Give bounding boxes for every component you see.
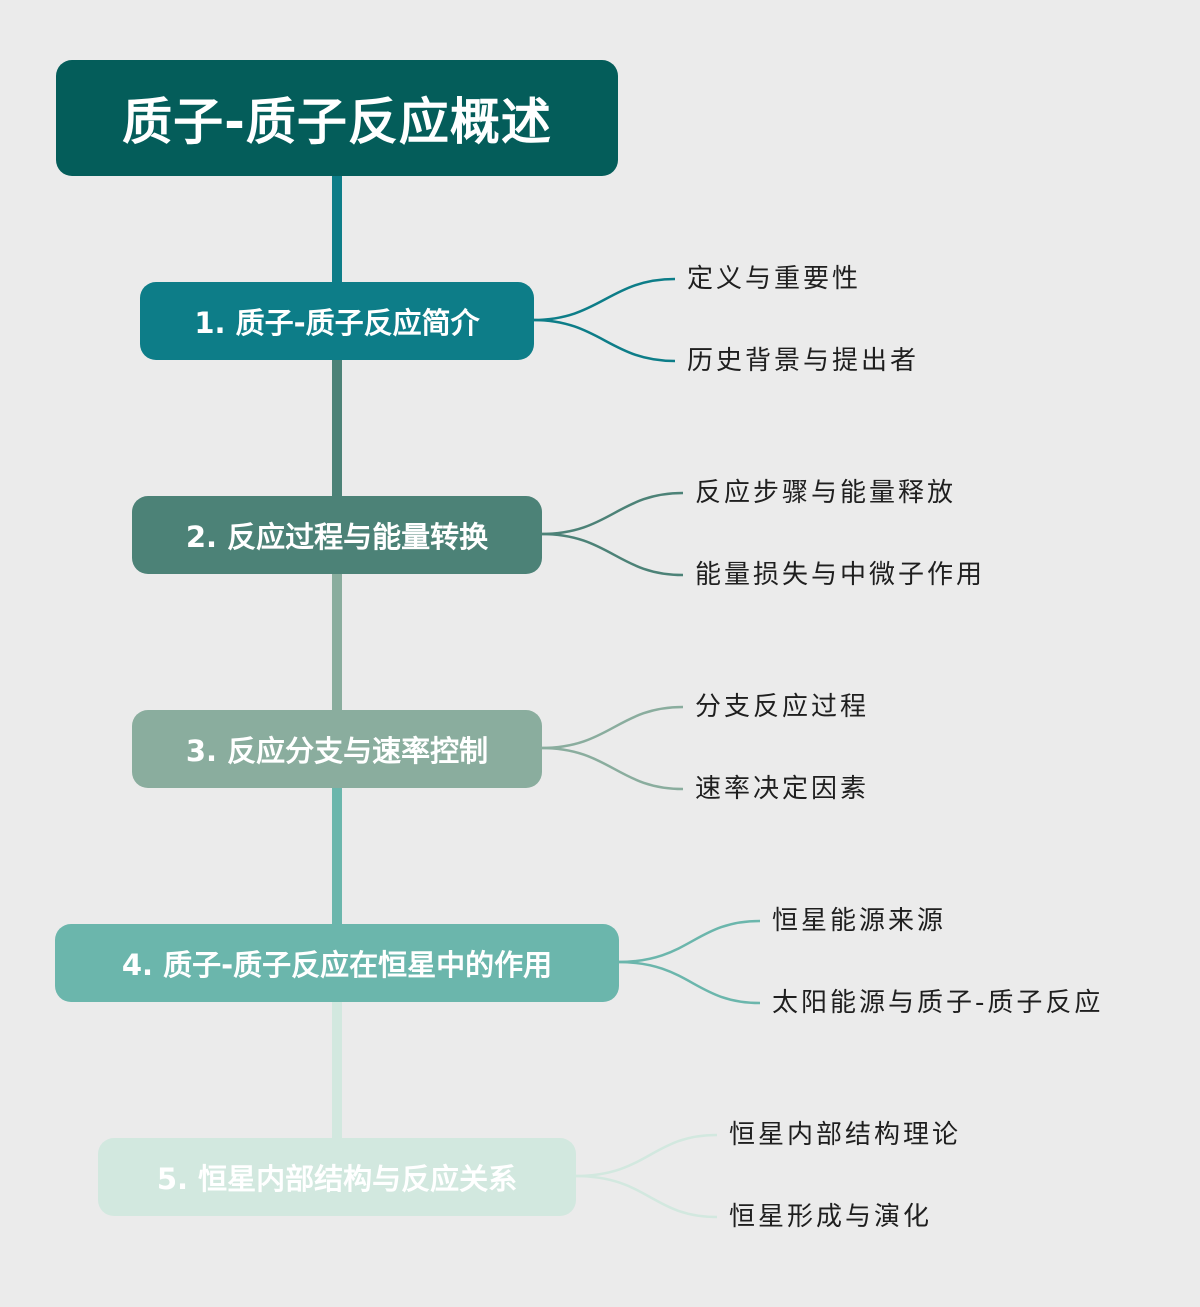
branch-4-link-top xyxy=(617,919,761,964)
branch-topic-1-label: 1. 质子-质子反应简介 xyxy=(194,306,480,340)
branch-topic-3-label: 3. 反应分支与速率控制 xyxy=(185,734,489,768)
root-topic[interactable]: 质子-质子反应概述 xyxy=(56,60,618,176)
subtopic-1-2[interactable]: 历史背景与提出者 xyxy=(687,346,920,376)
branch-3-link-bottom xyxy=(540,746,684,791)
branch-topic-5-label: 5. 恒星内部结构与反应关系 xyxy=(156,1162,518,1196)
subtopic-2-1[interactable]: 反应步骤与能量释放 xyxy=(695,478,957,508)
branch-topic-4[interactable]: 4. 质子-质子反应在恒星中的作用 xyxy=(55,924,619,1002)
subtopic-2-2[interactable]: 能量损失与中微子作用 xyxy=(695,560,986,590)
subtopic-3-1[interactable]: 分支反应过程 xyxy=(695,692,870,722)
subtopic-5-1[interactable]: 恒星内部结构理论 xyxy=(729,1120,962,1150)
branch-5-link-bottom xyxy=(574,1174,718,1219)
subtopic-4-2[interactable]: 太阳能源与质子-质子反应 xyxy=(772,988,1104,1018)
subtopic-3-2[interactable]: 速率决定因素 xyxy=(695,774,870,804)
branch-topic-3[interactable]: 3. 反应分支与速率控制 xyxy=(132,710,542,788)
branch-topic-4-label: 4. 质子-质子反应在恒星中的作用 xyxy=(121,948,553,982)
branch-topic-1[interactable]: 1. 质子-质子反应简介 xyxy=(140,282,534,360)
subtopic-4-1[interactable]: 恒星能源来源 xyxy=(772,906,947,936)
branch-topic-2[interactable]: 2. 反应过程与能量转换 xyxy=(132,496,542,574)
branch-topic-5[interactable]: 5. 恒星内部结构与反应关系 xyxy=(98,1138,576,1216)
branch-3-link-top xyxy=(540,705,684,750)
branch-4-link-bottom xyxy=(617,960,761,1005)
branch-2-link-top xyxy=(540,491,684,536)
branch-1-link-top xyxy=(532,277,676,322)
branch-2-link-bottom xyxy=(540,532,684,577)
root-topic-label: 质子-质子反应概述 xyxy=(122,93,552,151)
branch-topic-2-label: 2. 反应过程与能量转换 xyxy=(185,520,489,554)
subtopic-5-2[interactable]: 恒星形成与演化 xyxy=(729,1202,933,1232)
branch-1-link-bottom xyxy=(532,318,676,363)
subtopic-1-1[interactable]: 定义与重要性 xyxy=(687,264,862,294)
branch-5-link-top xyxy=(574,1133,718,1178)
